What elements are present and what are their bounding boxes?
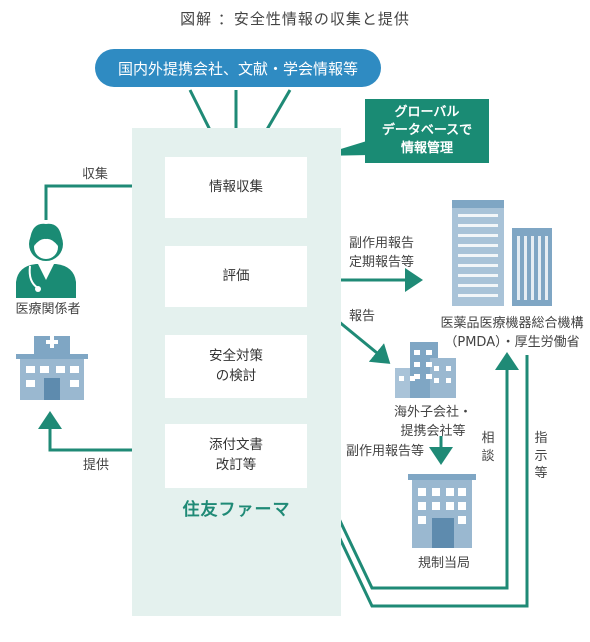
page-title: 図解 ：安全性情報の収集と提供 — [180, 10, 410, 28]
step-revise-label: 添付文書 改訂等 — [209, 437, 263, 473]
consult-label: 相談 — [481, 431, 495, 464]
step-revise: 添付文書 改訂等 — [165, 424, 307, 488]
collect-arrow — [44, 174, 163, 220]
overseas-buildings-icon — [395, 342, 456, 398]
step-measures-label: 安全対策 の検討 — [209, 347, 263, 384]
overseas-label: 海外子会社・ 提携会社等 — [393, 405, 472, 439]
hospital-icon — [16, 336, 88, 400]
step-collect-label: 情報収集 — [209, 178, 263, 195]
regulator-label: 規制当局 — [417, 556, 470, 571]
callout-text: グローバル データベースで 情報管理 — [381, 104, 473, 157]
step-evaluate-label: 評価 — [222, 267, 250, 284]
step-evaluate: 評価 — [165, 246, 307, 307]
company-name: 住友ファーマ — [182, 500, 291, 520]
step-measures: 安全対策 の検討 — [165, 335, 307, 398]
provide-arrow — [38, 411, 165, 452]
doctor-icon — [16, 223, 76, 298]
consult-arrow — [310, 352, 519, 590]
source-pill: 国内外提携会社、文献・学会情報等 — [95, 49, 381, 87]
instruct-arrow — [308, 355, 529, 608]
side-effect-report2-label: 副作用報告等 — [346, 444, 425, 459]
medical-staff-label: 医療関係者 — [15, 302, 81, 317]
collect-label: 収集 — [82, 167, 109, 182]
government-buildings-icon — [452, 200, 552, 306]
side-effect-reports-label: 副作用報告 定期報告等 — [349, 236, 415, 270]
instruct-label: 指示等 — [534, 431, 548, 482]
report-label: 報告 — [349, 309, 376, 324]
global-database-callout: グローバル データベースで 情報管理 — [365, 99, 489, 163]
step-collect: 情報収集 — [165, 157, 307, 218]
regulator-building-icon — [408, 474, 476, 548]
authority-label: 医薬品医療機器総合機構 （PMDA）・厚生労働省 — [440, 316, 584, 350]
provide-label: 提供 — [83, 458, 110, 473]
